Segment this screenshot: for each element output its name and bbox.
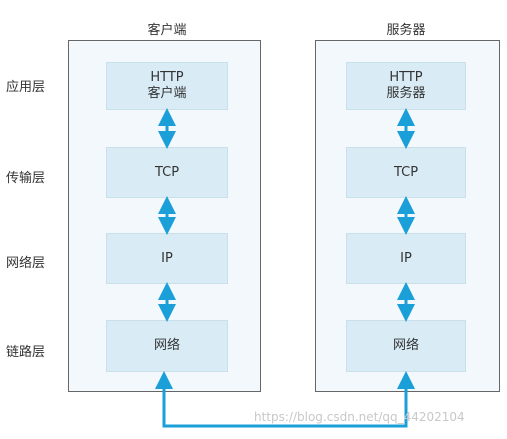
- layer-label-link: 链路层: [6, 345, 46, 360]
- client-tcp-label: TCP: [154, 164, 180, 180]
- client-network-label: 网络: [153, 338, 180, 353]
- client-http-box: HTTP 客户端: [106, 62, 228, 110]
- client-ip-box: IP: [106, 233, 228, 284]
- server-tcp-label: TCP: [393, 164, 419, 180]
- client-http-line1: HTTP: [150, 70, 184, 85]
- server-ip-box: IP: [346, 233, 466, 284]
- server-ip-label: IP: [400, 250, 412, 266]
- server-tcp-box: TCP: [346, 147, 466, 198]
- layer-label-transport: 传输层: [6, 171, 46, 186]
- server-network-label: 网络: [392, 338, 419, 353]
- client-ip-label: IP: [161, 250, 173, 266]
- server-http-line1: HTTP: [389, 70, 423, 85]
- client-column-title: 客户端: [147, 23, 187, 38]
- layer-label-network: 网络层: [6, 256, 46, 271]
- server-column-title: 服务器: [386, 23, 426, 38]
- layer-label-application: 应用层: [6, 80, 46, 95]
- client-http-line2: 客户端: [147, 86, 187, 101]
- watermark-text: https://blog.csdn.net/qq_44202104: [254, 410, 465, 424]
- server-http-line2: 服务器: [386, 86, 426, 101]
- physical-link-line: [155, 371, 415, 428]
- server-network-box: 网络: [346, 320, 466, 372]
